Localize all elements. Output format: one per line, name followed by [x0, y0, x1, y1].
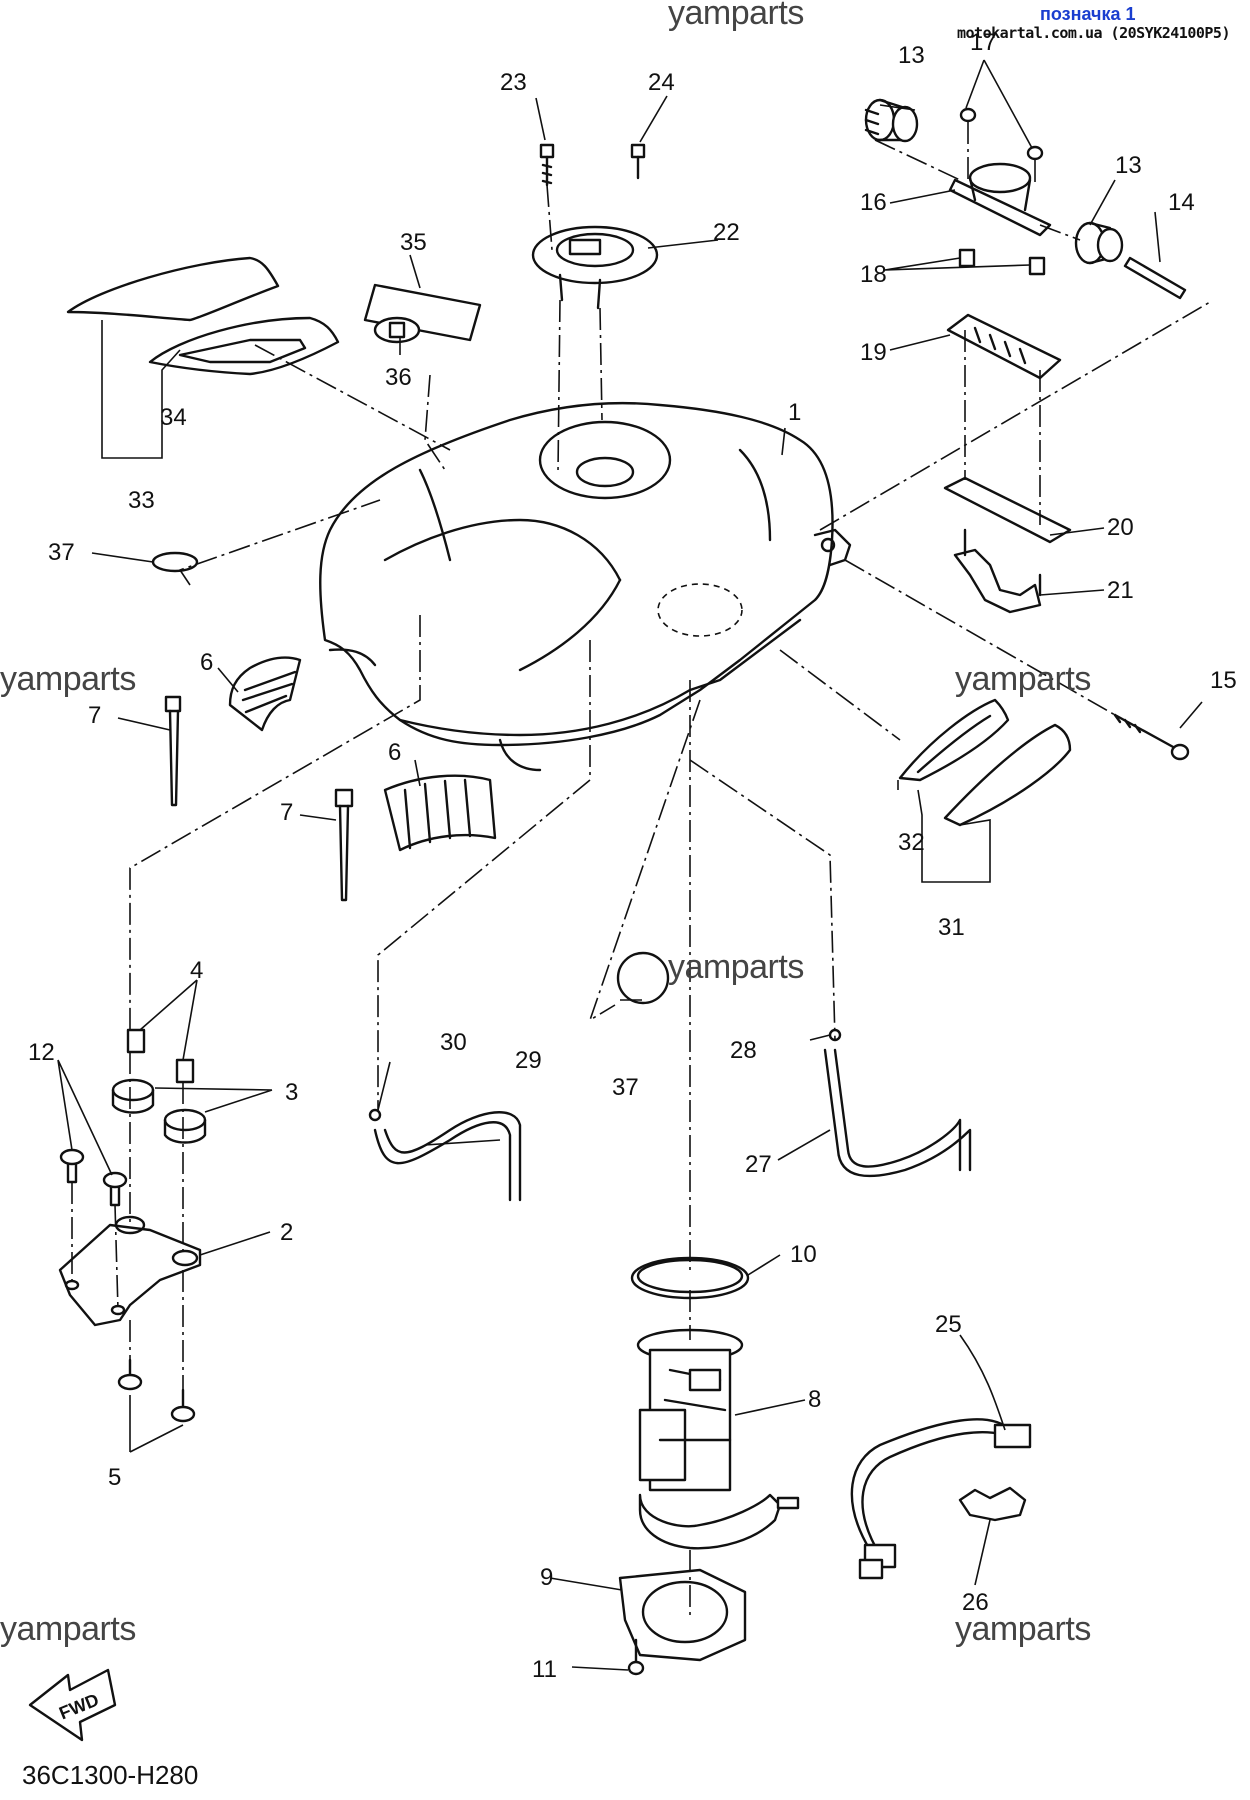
tank-pad-small[interactable]	[228, 656, 302, 732]
pump-lead-25[interactable]	[850, 1418, 1032, 1580]
source-label: motokartal.com.ua (20SYK24100P5)	[957, 24, 1230, 42]
callout-21: 21	[1107, 577, 1134, 604]
watermark-left-bottom: yamparts	[0, 1610, 136, 1648]
side-cover-right[interactable]	[898, 698, 1072, 827]
collar-2[interactable]	[175, 1058, 195, 1084]
callout-32: 32	[898, 829, 925, 856]
fuel-pump[interactable]	[636, 1328, 800, 1550]
collar-1[interactable]	[126, 1028, 146, 1054]
mount-bolt-5b[interactable]	[170, 1388, 196, 1423]
callout-37b: 37	[612, 1074, 639, 1101]
wire-clamp-26[interactable]	[958, 1486, 1027, 1522]
cable-tie-upper[interactable]	[164, 695, 182, 807]
callout-numbers: 1 2 3 4 5 6 6 7 7 8 9 10 11 12 13 13 14 …	[28, 29, 1237, 1683]
callout-36: 36	[385, 364, 412, 391]
watermark-left-mid: yamparts	[0, 660, 136, 698]
hose-clip-30[interactable]	[368, 1108, 382, 1122]
callout-20: 20	[1107, 514, 1134, 541]
callout-13a: 13	[898, 42, 925, 69]
callout-2: 2	[280, 1219, 293, 1246]
callout-9: 9	[540, 1564, 553, 1591]
callout-5: 5	[108, 1464, 121, 1491]
diagram-code: 36C1300-H280	[22, 1760, 199, 1790]
mount-bolt-12a[interactable]	[59, 1148, 85, 1184]
cable-tie-lower[interactable]	[334, 788, 354, 902]
callout-7b: 7	[280, 799, 293, 826]
tank-pad-large[interactable]	[383, 774, 497, 852]
collar-18a[interactable]	[958, 248, 976, 268]
callout-13b: 13	[1115, 152, 1142, 179]
bracket-16[interactable]	[948, 162, 1052, 237]
tank-mount-bracket[interactable]	[58, 1215, 202, 1327]
side-cover-left[interactable]	[66, 256, 340, 376]
callout-35: 35	[400, 229, 427, 256]
callout-15: 15	[1210, 667, 1237, 694]
mount-bolt-5a[interactable]	[117, 1358, 143, 1391]
collar-18b[interactable]	[1028, 256, 1046, 276]
callout-1: 1	[788, 399, 801, 426]
overflow-hose-27[interactable]	[823, 1048, 972, 1178]
fuel-tank[interactable]	[319, 401, 852, 772]
callout-19: 19	[860, 339, 887, 366]
callout-23: 23	[500, 69, 527, 96]
callout-10: 10	[790, 1241, 817, 1268]
callout-26: 26	[962, 1589, 989, 1616]
nut-17b[interactable]	[1026, 145, 1044, 161]
callout-18: 18	[860, 261, 887, 288]
cap-bolt-23[interactable]	[539, 143, 555, 187]
rubber-grommet-13-left[interactable]	[864, 98, 919, 143]
callout-3: 3	[285, 1079, 298, 1106]
callout-7a: 7	[88, 702, 101, 729]
mount-bolt-12b[interactable]	[102, 1171, 128, 1207]
rubber-damper-2[interactable]	[163, 1108, 207, 1144]
bolt-15[interactable]	[1113, 713, 1190, 761]
cap-bolt-24[interactable]	[630, 143, 646, 180]
leader-lines	[57, 59, 1203, 1671]
callout-22: 22	[713, 219, 740, 246]
plate-20[interactable]	[943, 476, 1072, 544]
pump-bolt-11[interactable]	[627, 1638, 645, 1676]
callout-29: 29	[515, 1047, 542, 1074]
bookmark-label[interactable]: позначка 1	[1040, 4, 1136, 24]
bracket-21[interactable]	[953, 528, 1042, 614]
assembly-lines	[71, 122, 1211, 1620]
damper-19[interactable]	[946, 313, 1062, 380]
watermark-top: yamparts	[668, 0, 804, 32]
rubber-grommet-13-right[interactable]	[1074, 221, 1124, 265]
watermark-center: yamparts	[668, 948, 804, 986]
callout-11: 11	[532, 1656, 557, 1683]
grommet-37-lower[interactable]	[616, 951, 670, 1005]
callout-8: 8	[808, 1386, 821, 1413]
callout-25: 25	[935, 1311, 962, 1338]
nut-17a[interactable]	[959, 107, 977, 123]
grommet-37-upper[interactable]	[151, 551, 199, 573]
callout-17: 17	[970, 29, 997, 56]
callout-12: 12	[28, 1039, 55, 1066]
watermark-right-bottom: yamparts	[955, 1610, 1091, 1648]
callout-6b: 6	[388, 739, 401, 766]
callout-30: 30	[440, 1029, 467, 1056]
rubber-damper-1[interactable]	[111, 1078, 155, 1114]
fwd-arrow-icon	[28, 1668, 117, 1742]
callout-33: 33	[128, 487, 155, 514]
pump-gasket-9[interactable]	[618, 1568, 747, 1662]
callout-28: 28	[730, 1037, 757, 1064]
callout-24: 24	[648, 69, 675, 96]
callout-37a: 37	[48, 539, 75, 566]
watermark-right-mid: yamparts	[955, 660, 1091, 698]
callout-14: 14	[1168, 189, 1195, 216]
breather-hose-29[interactable]	[373, 1111, 522, 1202]
fuel-cap[interactable]	[531, 225, 659, 310]
callout-6a: 6	[200, 649, 213, 676]
callout-16: 16	[860, 189, 887, 216]
collar-14[interactable]	[1123, 256, 1187, 300]
callout-27: 27	[745, 1151, 772, 1178]
callout-4: 4	[190, 957, 203, 984]
emblem-decal[interactable]	[363, 283, 482, 344]
callout-31: 31	[938, 914, 965, 941]
callout-34: 34	[160, 404, 187, 431]
